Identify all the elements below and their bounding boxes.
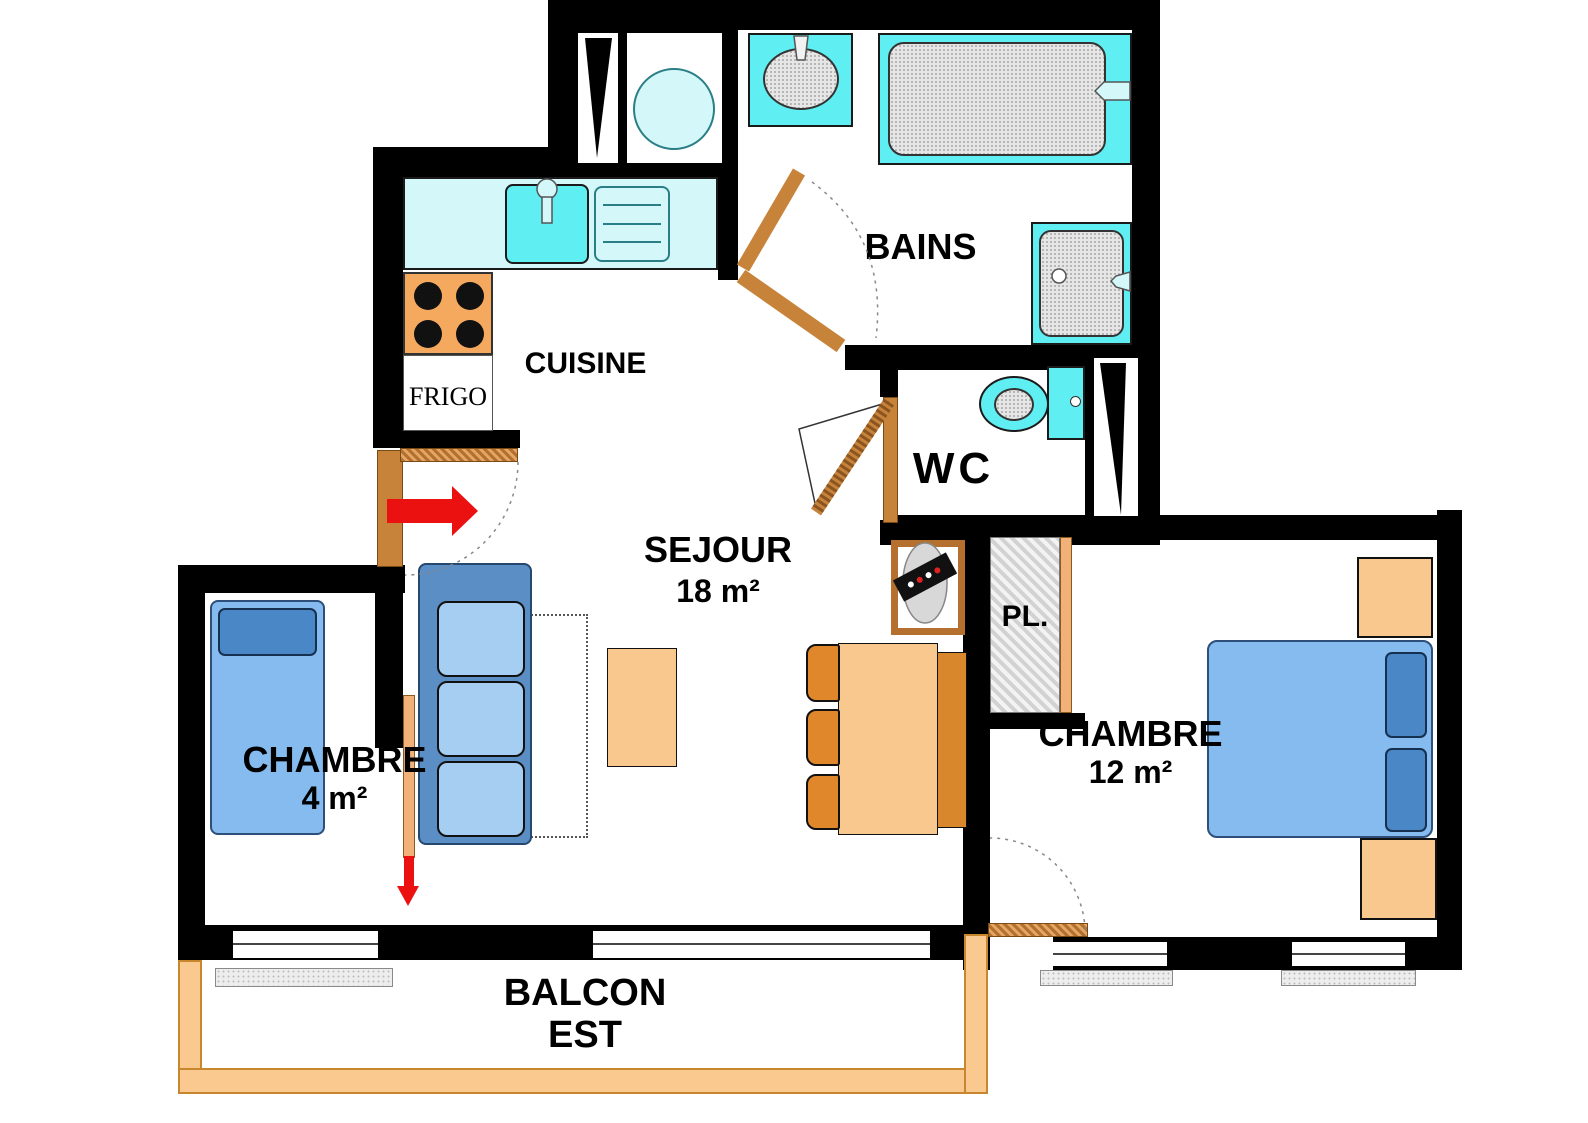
wc-door-swing: [798, 398, 894, 516]
dish-rack-line: [603, 203, 661, 206]
window-glazing-line: [593, 943, 930, 946]
entry-threshold: [400, 448, 518, 462]
sofa-cushion: [437, 601, 525, 677]
window-chambre12-b: [1292, 940, 1405, 968]
door-gap-chambre12: [990, 937, 1053, 970]
single-bed-pillow: [218, 608, 317, 656]
washing-machine-drum: [633, 68, 715, 150]
wall-wc-left-upper: [880, 345, 898, 397]
duct-shaft-box-wc: [1094, 358, 1138, 516]
sliding-door-arrow: [397, 856, 419, 906]
burner: [456, 282, 484, 310]
entry-door-swing: [404, 461, 519, 576]
burner: [414, 320, 442, 348]
entry-door: [377, 450, 403, 567]
wall-kitchen-left: [373, 177, 403, 448]
window-sejour-bay: [593, 929, 930, 960]
window-glazing-line: [1053, 953, 1167, 956]
burner: [456, 320, 484, 348]
window-chambre4: [233, 929, 378, 960]
sofa-cushion: [437, 761, 525, 837]
dish-rack-line: [603, 222, 661, 225]
burner: [414, 282, 442, 310]
window-glazing-line: [1292, 953, 1405, 956]
room-area-sejour: 18 m²: [676, 573, 760, 609]
room-sub-balcon: EST: [548, 1014, 622, 1056]
wall-chambre4-left: [178, 593, 205, 960]
nightstand: [1357, 557, 1433, 638]
double-bed-pillow: [1385, 748, 1427, 832]
wall-kitchen-bottom: [375, 430, 520, 448]
wall-chambre12-top: [898, 515, 1462, 540]
room-label-bains: BAINS: [864, 226, 977, 267]
window-chambre12-a: [1053, 940, 1167, 968]
fridge-label: FRIGO: [408, 382, 487, 411]
double-bed-pillow: [1385, 652, 1427, 738]
room-label-sejour: SEJOUR: [643, 529, 793, 570]
room-area-chambre12: 12 m²: [1088, 754, 1173, 790]
toilet-flush-button: [1070, 396, 1081, 407]
nightstand: [1360, 838, 1437, 920]
dish-rack-line: [603, 241, 661, 244]
sofa-cushion: [437, 681, 525, 757]
balcony-railing-bottom: [178, 1068, 988, 1094]
coffee-table: [607, 648, 677, 767]
room-label-wc: WC: [912, 444, 995, 493]
room-label-chambre12: CHAMBRE: [1038, 713, 1223, 754]
chambre12-door-threshold: [988, 923, 1088, 937]
window-sill: [215, 968, 393, 987]
wall-kitchen-top: [373, 147, 548, 177]
window-sill: [1281, 970, 1416, 986]
duct-shaft-box-laundry: [578, 33, 618, 163]
wall-top: [548, 0, 1160, 30]
bathroom-sink-basin: [763, 48, 839, 110]
wall-chambre12-right: [1437, 510, 1462, 970]
room-label-balcon: BALCON: [503, 972, 667, 1014]
room-label-chambre4: CHAMBRE: [242, 739, 427, 780]
tv-cabinet: [891, 540, 965, 635]
dining-chair: [806, 774, 840, 830]
wall-chambre4-top: [178, 565, 405, 593]
fridge: [403, 355, 493, 431]
closet-sliding-door: [1060, 537, 1072, 713]
kitchen-sink: [505, 184, 589, 264]
dining-bench: [937, 652, 967, 828]
wall-chambre12-left: [963, 537, 990, 937]
dining-table: [838, 643, 938, 835]
chambre12-door-swing: [989, 837, 1086, 931]
dish-rack: [594, 186, 670, 262]
dining-chair: [806, 644, 840, 702]
shower-tray: [1039, 230, 1124, 337]
window-sill: [1040, 970, 1173, 986]
wall-chambre4-divider: [375, 593, 403, 748]
wall-placard-bottom: [963, 713, 1085, 729]
closet-placard: [990, 537, 1060, 713]
room-label-placard: PL.: [1001, 600, 1049, 633]
room-area-chambre4: 4 m²: [301, 780, 368, 816]
room-label-cuisine: CUISINE: [524, 347, 647, 380]
window-glazing-line: [233, 943, 378, 946]
bathtub: [888, 42, 1106, 156]
toilet-bowl-inner: [994, 388, 1034, 421]
dining-chair: [806, 709, 840, 766]
balcony-railing-right: [964, 934, 988, 1094]
wall-kitchen-right: [718, 177, 738, 280]
stove: [403, 272, 493, 355]
